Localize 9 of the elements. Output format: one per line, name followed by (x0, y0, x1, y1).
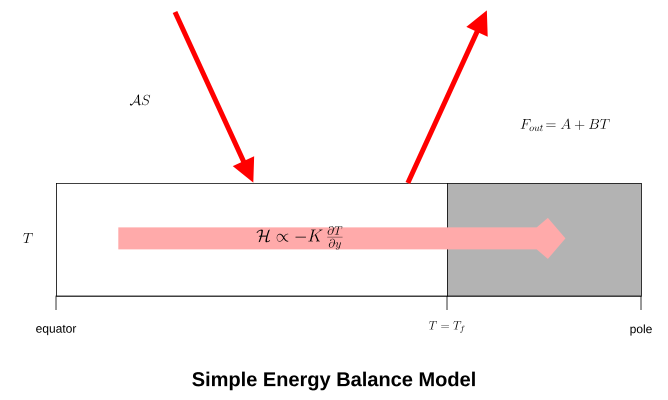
title: Simple Energy Balance Model (192, 372, 475, 390)
axis-label: equator (36, 324, 76, 336)
arrow (118, 218, 566, 259)
math-label: $T = T_f$ (428, 321, 464, 333)
math-label: $F_{out}\!= A + BT$ (520, 118, 610, 132)
math-label: $\mathcal{H} \propto -K\,\frac{\partial T}{\partial y}$ (256, 226, 343, 250)
axis-label: pole (630, 324, 652, 336)
math-label: $\mathcal{A}S$ (130, 94, 150, 106)
math-label: $T$ (23, 233, 33, 243)
